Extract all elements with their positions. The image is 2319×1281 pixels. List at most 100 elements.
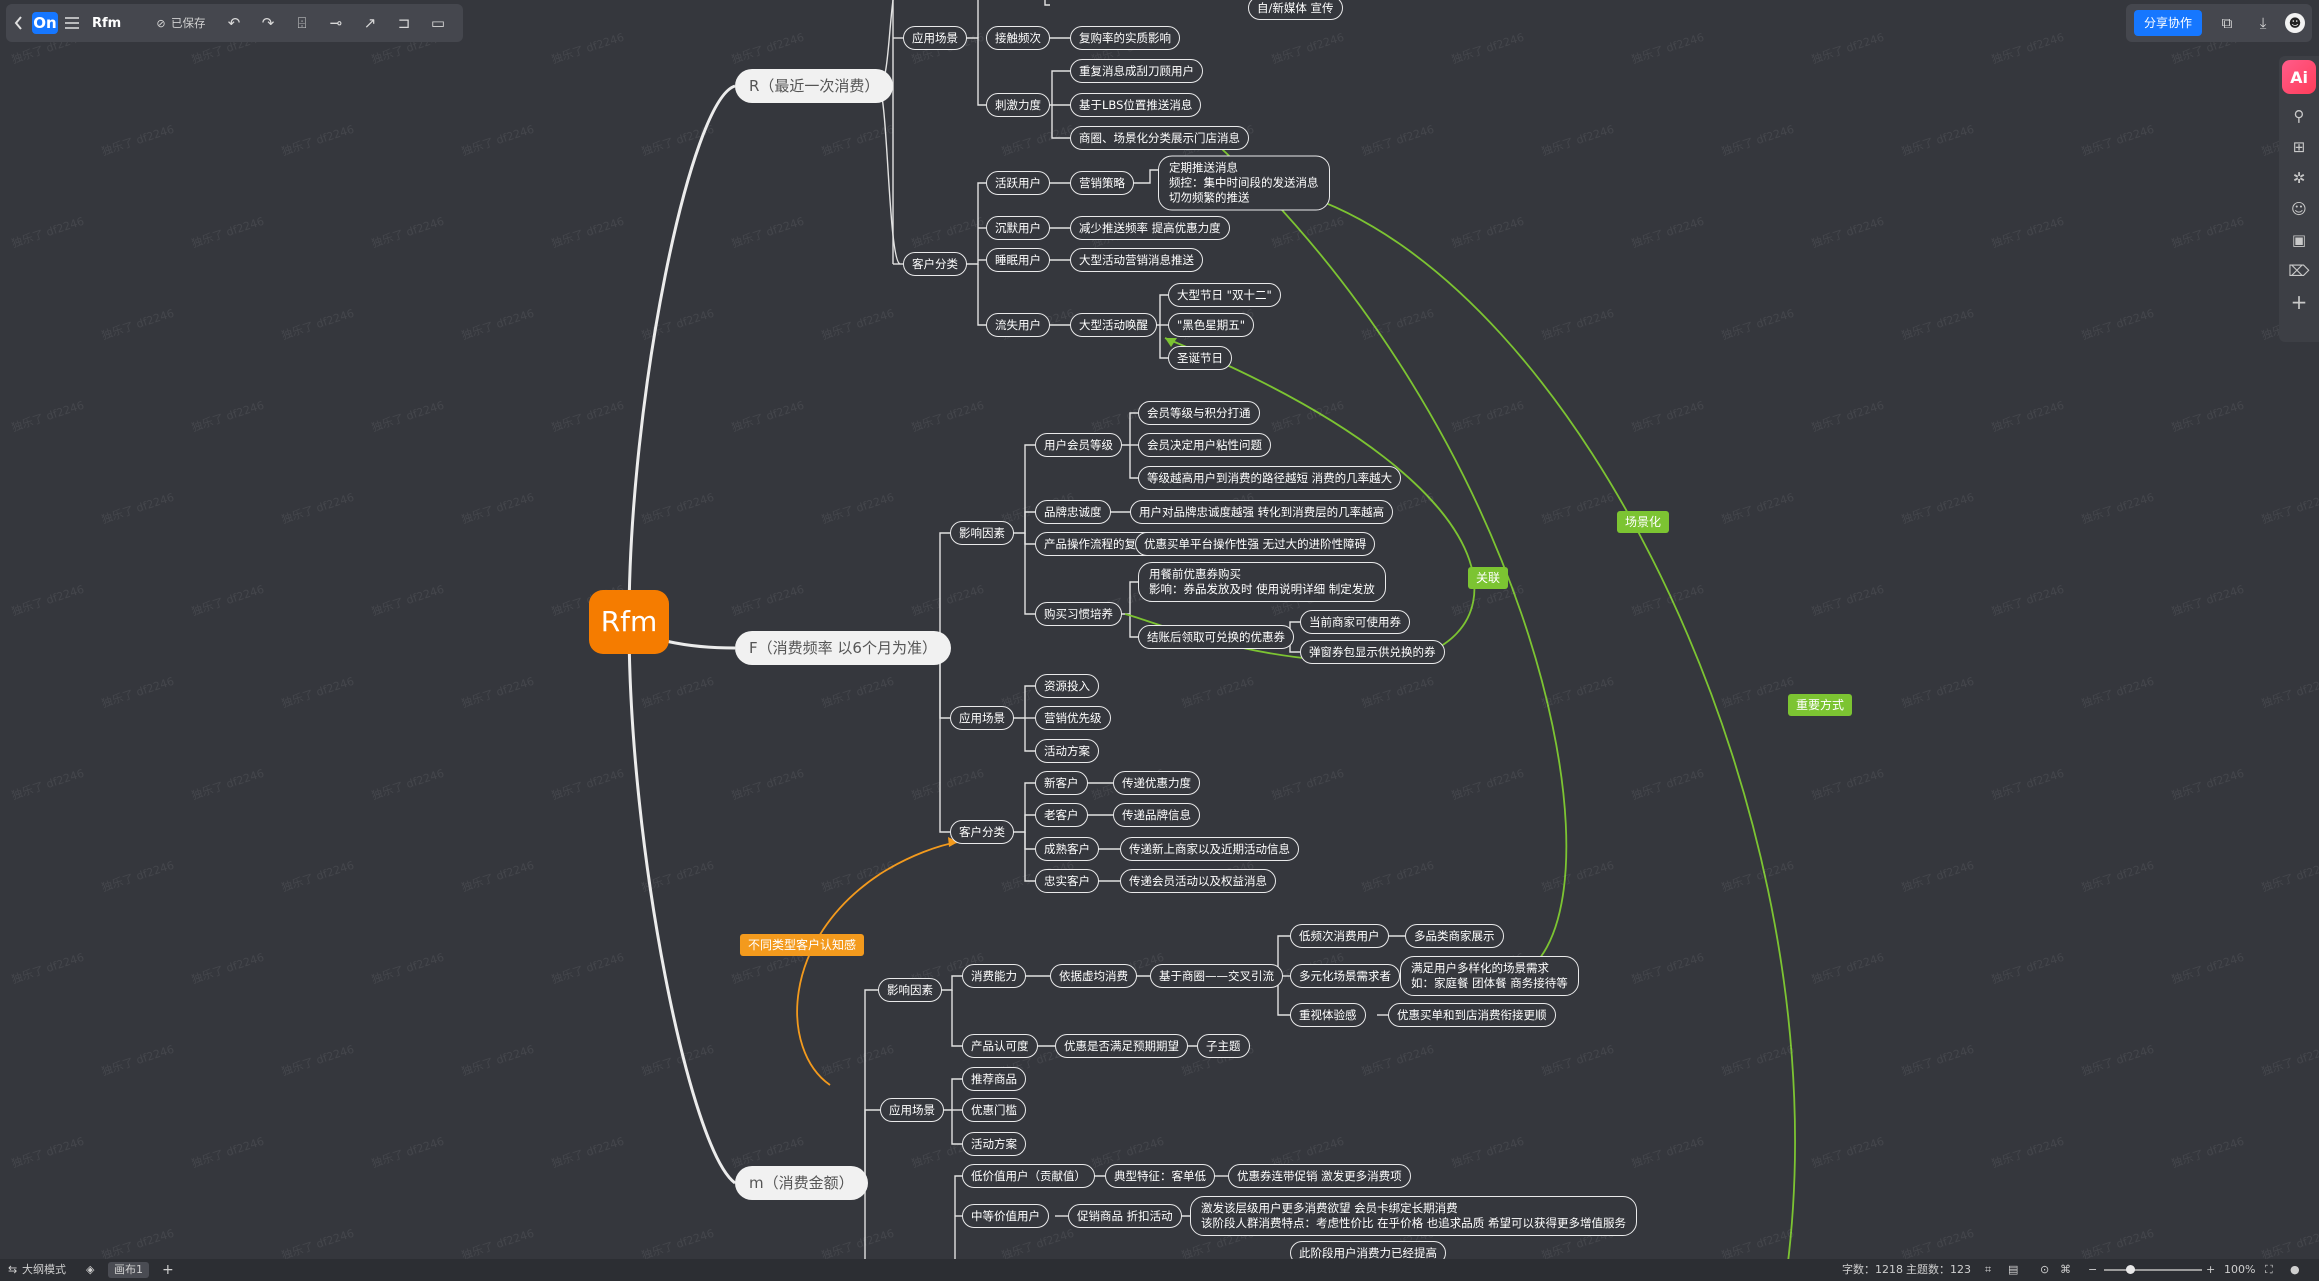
topic[interactable]: 结账后领取可兑换的优惠券 (1138, 625, 1294, 649)
zoom-in-icon[interactable]: + (2206, 1263, 2216, 1276)
topic[interactable]: 多元化场景需求者 (1290, 964, 1400, 988)
topic[interactable]: 品牌忠诚度 (1035, 500, 1111, 524)
topic[interactable]: 重复消息成刮刀顾用户 (1070, 59, 1203, 83)
topic[interactable]: 接触频次 (986, 26, 1050, 50)
topic[interactable]: 营销策略 (1070, 171, 1134, 195)
ai-button[interactable]: Ai (2282, 60, 2316, 94)
fit-icon[interactable]: ⌗ (1985, 1263, 1992, 1276)
topic[interactable]: 依据虚均消费 (1050, 964, 1137, 988)
emoji-icon[interactable]: ☺ (2291, 199, 2307, 218)
topic[interactable]: 典型特征：客单低 (1105, 1164, 1215, 1188)
topic[interactable]: 商圈、场景化分类展示门店消息 (1070, 126, 1249, 150)
format-brush-icon[interactable]: ⌹ (297, 14, 307, 32)
topic[interactable]: 产品认可度 (962, 1034, 1038, 1058)
topic[interactable]: 资源投入 (1035, 674, 1099, 698)
topic[interactable]: 重视体验感 (1290, 1003, 1366, 1027)
topic[interactable]: 优惠买单平台操作性强 无过大的进阶性障碍 (1135, 532, 1376, 556)
relation-label-cognition[interactable]: 不同类型客户认知感 (739, 934, 865, 956)
relation-label-reach[interactable]: 重要方式 (1787, 694, 1853, 716)
topic-note[interactable]: 定期推送消息 频控：集中时间段的发送消息 切勿频繁的推送 (1158, 155, 1330, 211)
topic[interactable]: 客户分类 (903, 252, 967, 276)
topic[interactable]: 促销商品 折扣活动 (1068, 1204, 1182, 1228)
app-logo[interactable]: On (32, 12, 58, 34)
topic[interactable]: 自/新媒体 宣传 (1248, 0, 1343, 20)
topic[interactable]: 推荐商品 (962, 1067, 1026, 1091)
topic[interactable]: 应用场景 (950, 706, 1014, 730)
insert-topic-icon[interactable]: ⊸ (329, 14, 343, 32)
relation-icon[interactable]: ↗ (363, 14, 377, 32)
topic[interactable]: 优惠是否满足预期期望 (1055, 1034, 1188, 1058)
topic[interactable]: 大型节日 "双十二" (1168, 283, 1281, 307)
back-icon[interactable] (6, 4, 32, 42)
topic[interactable]: 营销优先级 (1035, 706, 1111, 730)
topic[interactable]: 传递新上商家以及近期活动信息 (1120, 837, 1299, 861)
layers-icon[interactable]: ◈ (86, 1263, 95, 1276)
topic[interactable]: 影响因素 (878, 978, 942, 1002)
topic[interactable]: 应用场景 (903, 26, 967, 50)
topic[interactable]: 老客户 (1035, 803, 1088, 827)
topic[interactable]: 传递会员活动以及权益消息 (1120, 869, 1276, 893)
branch-f[interactable]: F（消费频率 以6个月为准） (735, 631, 951, 665)
redo-icon[interactable]: ↷ (261, 14, 275, 32)
zoom-out-icon[interactable]: − (2088, 1263, 2098, 1276)
avatar-icon[interactable]: ☻ (2280, 4, 2310, 42)
theme-icon[interactable]: ✲ (2292, 168, 2306, 187)
topic[interactable]: 复购率的实质影响 (1070, 26, 1180, 50)
branch-m[interactable]: m（消费金额） (735, 1166, 868, 1200)
topic-note[interactable]: 满足用户多样化的场景需求 如：家庭餐 团体餐 商务接待等 (1400, 956, 1579, 996)
topic-note[interactable]: 激发该层级用户更多消费欲望 会员卡绑定长期消费 该阶段人群消费特点：考虑性价比 … (1190, 1196, 1637, 1236)
topic[interactable]: 成熟客户 (1035, 837, 1099, 861)
doc-title[interactable]: Rfm (92, 15, 122, 31)
branch-r[interactable]: R（最近一次消费） (735, 69, 894, 103)
topic[interactable]: 新客户 (1035, 771, 1088, 795)
topic[interactable]: 会员决定用户粘性问题 (1138, 433, 1271, 457)
canvas-tab[interactable]: 画布1 (108, 1262, 149, 1278)
topic[interactable]: 客户分类 (950, 820, 1014, 844)
topic[interactable]: 刺激力度 (986, 93, 1050, 117)
topic[interactable]: 弹窗券包显示供兑换的券 (1300, 640, 1445, 664)
topic[interactable]: 会员等级与积分打通 (1138, 401, 1260, 425)
topic[interactable]: 消费能力 (962, 964, 1026, 988)
topic[interactable]: 用户会员等级 (1035, 433, 1122, 457)
root-topic[interactable]: Rfm (589, 590, 669, 654)
topic[interactable]: 基于LBS位置推送消息 (1070, 93, 1202, 117)
topic[interactable]: 多品类商家展示 (1405, 924, 1504, 948)
add-icon[interactable]: + (2290, 289, 2308, 314)
view-icon[interactable]: ▤ (2008, 1263, 2019, 1276)
topic[interactable]: 大型活动营销消息推送 (1070, 248, 1203, 272)
relation-label-assoc[interactable]: 关联 (1467, 567, 1509, 589)
zoom-slider[interactable] (2104, 1259, 2202, 1281)
add-tab-icon[interactable]: + (162, 1262, 174, 1278)
topic[interactable]: 低频次消费用户 (1290, 924, 1389, 948)
outline-mode[interactable]: 大纲模式 (22, 1263, 66, 1276)
topic[interactable]: 传递品牌信息 (1113, 803, 1200, 827)
share-button[interactable]: 分享协作 (2134, 10, 2203, 36)
topic[interactable]: 忠实客户 (1035, 869, 1099, 893)
map-icon[interactable]: ⌘ (2060, 1263, 2071, 1276)
topic[interactable]: 优惠买单和到店消费衔接更顺 (1388, 1003, 1556, 1027)
tag-icon[interactable]: ⌦ (2288, 261, 2310, 280)
topic[interactable]: 当前商家可使用券 (1300, 610, 1410, 634)
topic[interactable]: 流失用户 (986, 313, 1050, 337)
boundary-icon[interactable]: ▭ (430, 14, 446, 32)
summary-icon[interactable]: ⊐ (397, 14, 411, 32)
topic[interactable]: 减少推送频率 提高优惠力度 (1070, 216, 1230, 240)
topic[interactable]: 低价值用户（贡献值） (962, 1164, 1095, 1188)
topic[interactable]: 大型活动唤醒 (1070, 313, 1157, 337)
topic[interactable]: 应用场景 (880, 1098, 944, 1122)
topic[interactable]: 基于商圈——交叉引流 (1150, 964, 1283, 988)
topic[interactable]: 活动方案 (1035, 739, 1099, 763)
topic[interactable]: 优惠券连带促销 激发更多消费项 (1228, 1164, 1411, 1188)
topic[interactable]: 用户对品牌忠诚度越强 转化到消费层的几率越高 (1130, 500, 1394, 524)
topic[interactable]: 活跃用户 (986, 171, 1050, 195)
download-icon[interactable]: ⤓ (2259, 14, 2267, 32)
fullscreen-icon[interactable]: ⛶ (2265, 1263, 2273, 1276)
topic[interactable]: 影响因素 (950, 521, 1014, 545)
topic[interactable]: 圣诞节日 (1168, 346, 1232, 370)
relation-label-scene[interactable]: 场景化 (1616, 511, 1670, 533)
image-icon[interactable]: ▣ (2291, 230, 2307, 249)
undo-icon[interactable]: ↶ (227, 14, 241, 32)
topic[interactable]: 传递优惠力度 (1113, 771, 1200, 795)
structure-icon[interactable]: ⊞ (2292, 137, 2306, 156)
topic-note[interactable]: 用餐前优惠券购买 影响：券品发放及时 使用说明详细 制定发放 (1138, 562, 1386, 602)
